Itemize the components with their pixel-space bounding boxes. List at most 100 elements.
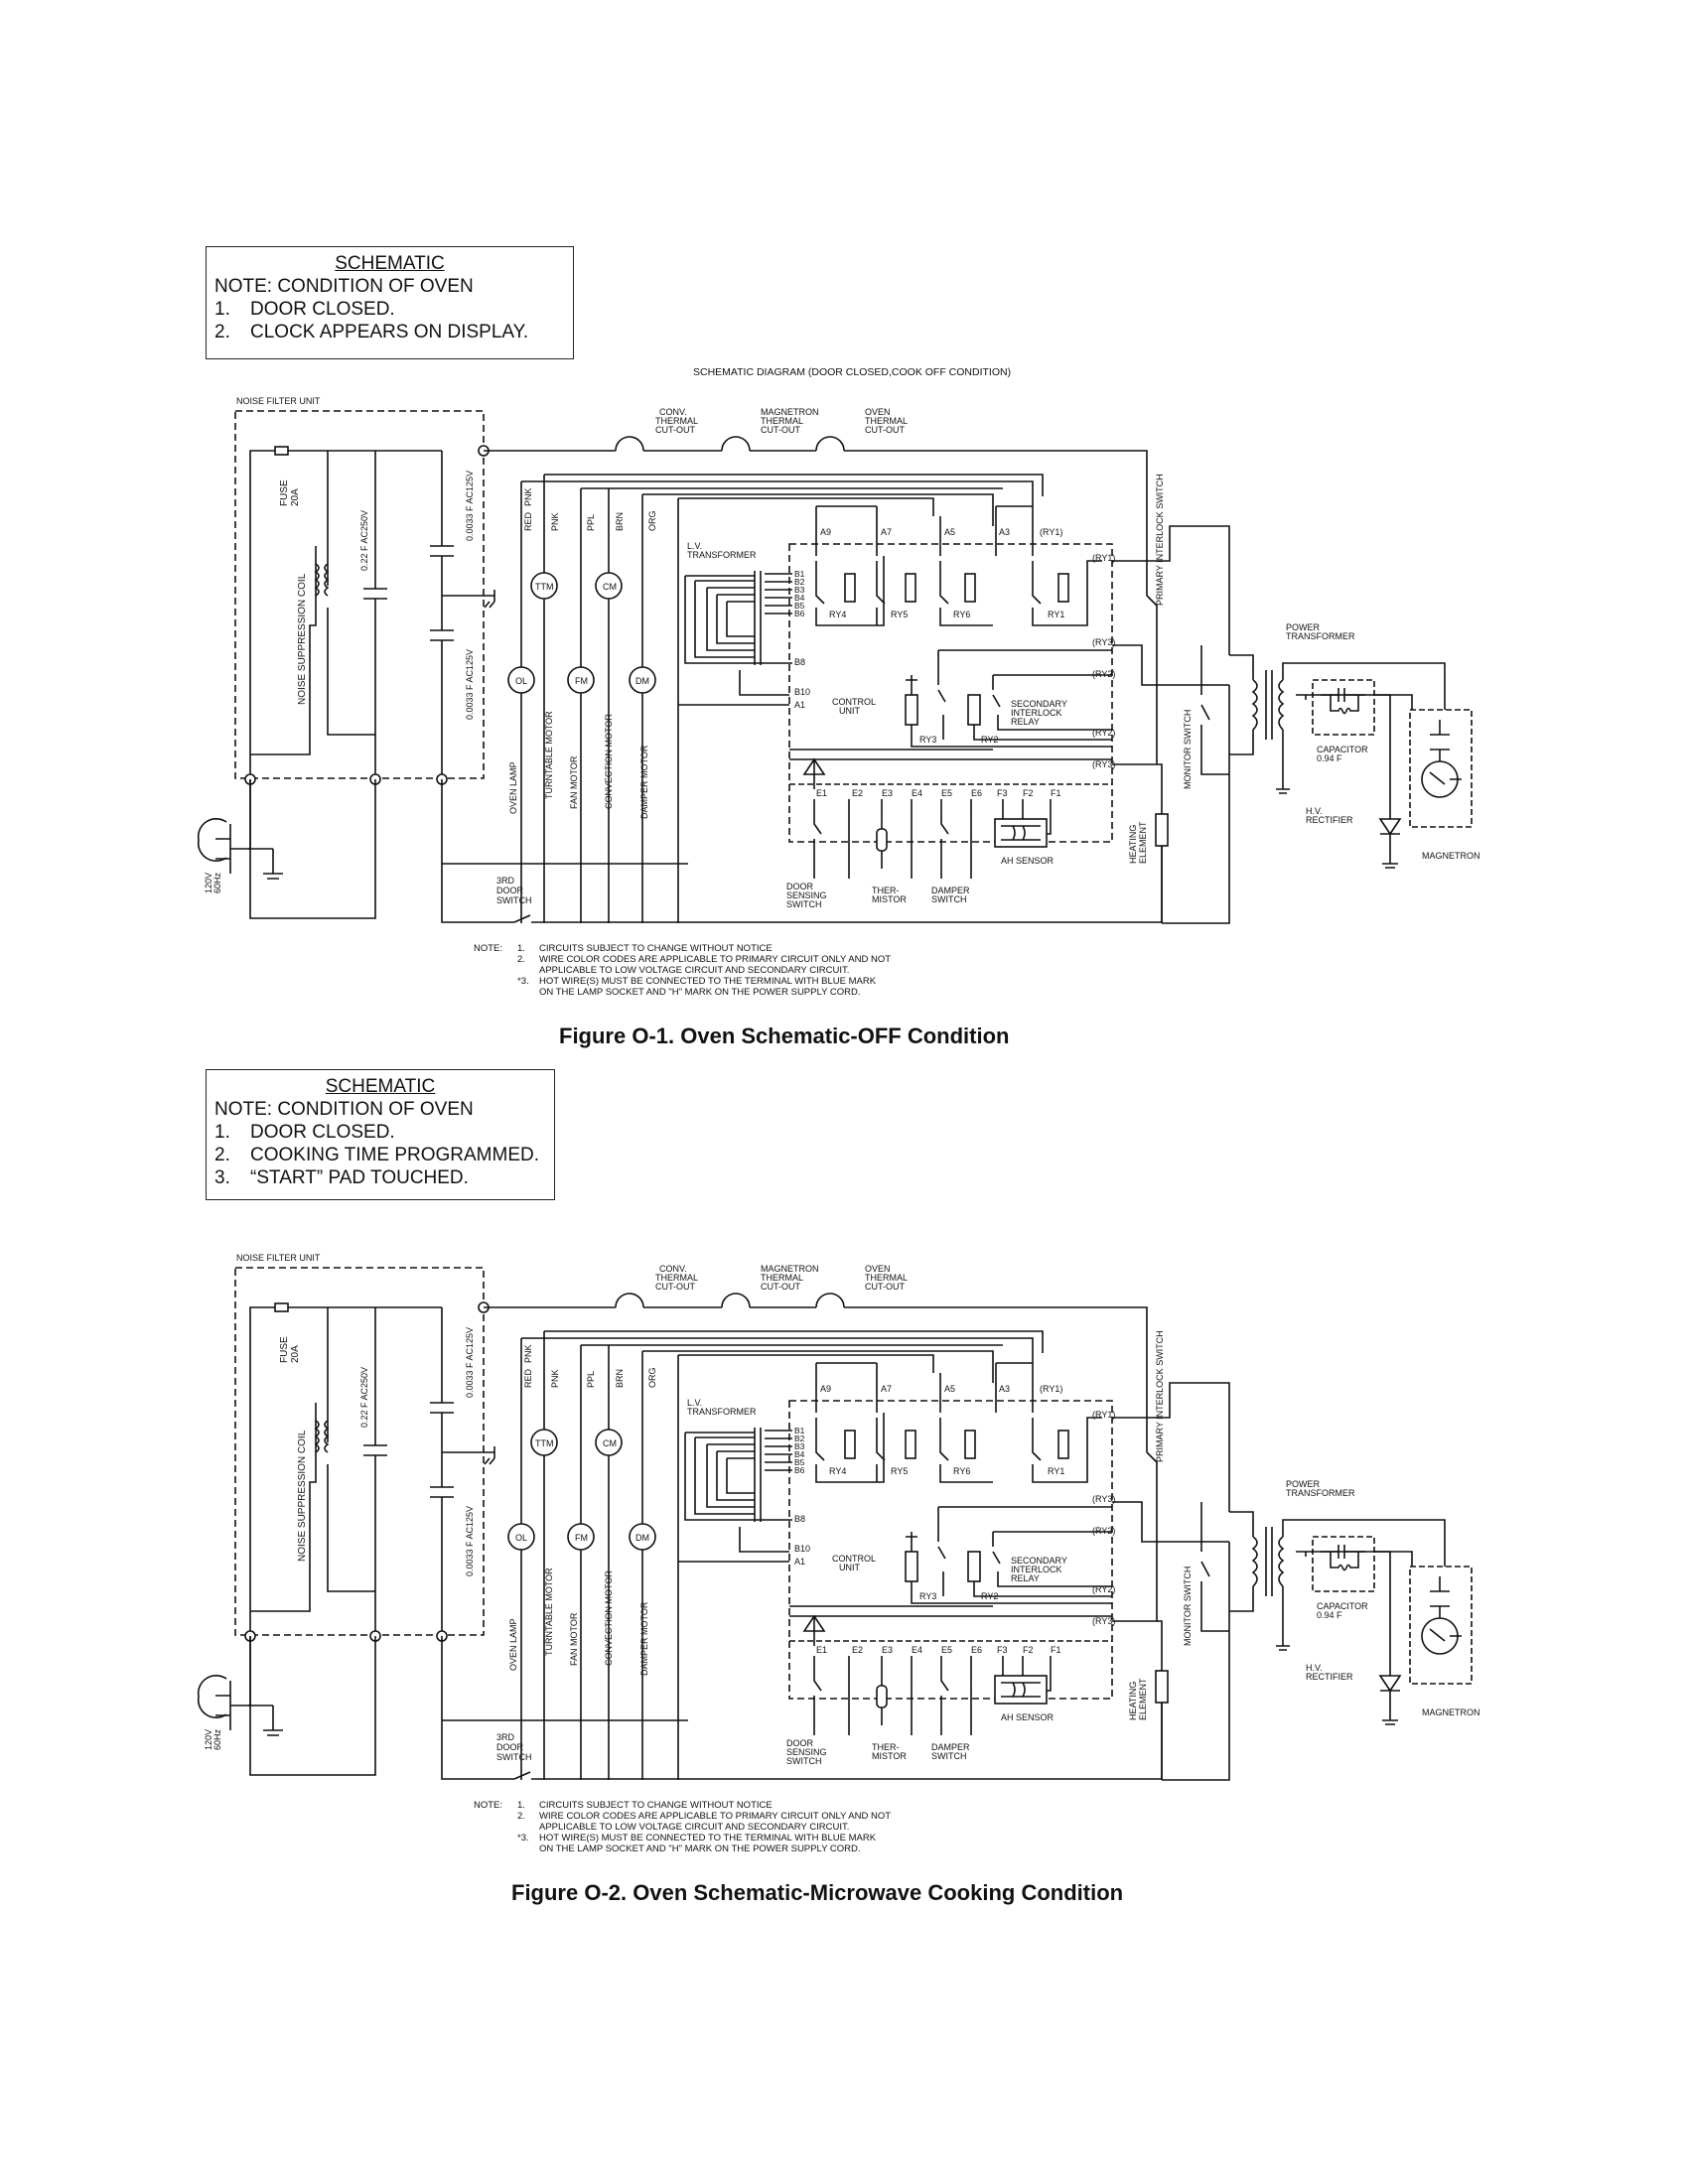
turntable-motor-icon <box>530 572 558 600</box>
terminal-label: (RY2) <box>1092 669 1115 679</box>
relay-label: RY4 <box>829 610 846 619</box>
damper-switch-label: SWITCH <box>931 1751 967 1761</box>
power-transformer-label: POWER <box>1286 622 1321 632</box>
door-sensing-label: SWITCH <box>786 1756 822 1766</box>
note-heading: NOTE: CONDITION OF OVEN <box>214 276 474 297</box>
monitor-switch-label: MONITOR SWITCH <box>1183 710 1193 789</box>
terminal-label: (RY1) <box>1092 1410 1115 1420</box>
cutout-label: THERMAL <box>761 416 803 426</box>
wire <box>520 1331 679 1780</box>
cutout-label: CUT-OUT <box>761 1282 800 1292</box>
third-door-label: DOOR <box>496 886 524 895</box>
magnetron-box <box>1409 709 1473 828</box>
cutout-label: CUT-OUT <box>761 425 800 435</box>
terminal-label: (RY3) <box>1092 637 1115 647</box>
figure-caption: Figure O-2. Oven Schematic-Microwave Coo… <box>511 1880 1124 1905</box>
relay-contact-icon <box>815 1413 993 1483</box>
cutout-label: MAGNETRON <box>761 1264 819 1274</box>
terminal-label: B1 <box>794 569 805 579</box>
terminal-label: E1 <box>816 788 827 798</box>
relay-label: RY3 <box>919 735 936 745</box>
wire <box>1276 662 1446 794</box>
note-box-title: SCHEMATIC <box>335 253 445 274</box>
wire <box>327 451 376 779</box>
relay-coil-icon <box>964 1430 976 1459</box>
capacitor-label: 0.94 F <box>1317 1610 1342 1620</box>
diode-icon <box>789 757 1112 789</box>
wire <box>250 1403 317 1612</box>
terminal-label: E1 <box>816 1645 827 1655</box>
motor-label: TURNTABLE MOTOR <box>544 711 554 799</box>
thermal-cutout-icon <box>615 436 845 452</box>
terminal-label: A3 <box>999 527 1010 537</box>
control-unit-box <box>788 1400 1113 1700</box>
terminal-label: B6 <box>794 609 805 618</box>
motor-label: CONVECTION MOTOR <box>604 714 614 809</box>
power-transformer-label: TRANSFORMER <box>1286 1488 1355 1498</box>
convection-motor-icon <box>595 1429 623 1456</box>
wire <box>1112 1620 1163 1671</box>
motor-code: CM <box>603 1438 617 1448</box>
third-door-label: SWITCH <box>496 1752 532 1762</box>
control-unit-label: CONTROL <box>832 1554 876 1564</box>
capacitor-label: CAPACITOR <box>1317 745 1368 754</box>
motor-label: OVEN LAMP <box>508 1618 518 1671</box>
cap-main-label: 0.22 F AC250V <box>359 510 369 571</box>
wire <box>249 450 442 779</box>
secondary-relay-label: RELAY <box>1011 1573 1040 1583</box>
wire-color: RED <box>523 1368 533 1388</box>
fan-motor-icon <box>567 666 595 694</box>
filament-icon <box>1430 720 1450 764</box>
plug-voltage: 120V <box>204 1729 213 1750</box>
magnetron-icon <box>1429 1628 1462 1642</box>
door-sensing-label: SENSING <box>786 1747 827 1757</box>
cap-bottom-label: 0.0033 F AC125V <box>465 1506 475 1576</box>
plug-icon <box>197 1675 227 1718</box>
cutout-label: CONV. <box>659 407 687 417</box>
note-item: 2.COOKING TIME PROGRAMMED. <box>214 1145 540 1165</box>
hv-rectifier-label: RECTIFIER <box>1306 815 1353 825</box>
wire-color: ORG <box>647 510 657 531</box>
relay-coil-icon <box>1057 573 1069 603</box>
third-door-label: 3RD <box>496 1732 515 1742</box>
wire <box>250 546 317 755</box>
relay-label: RY2 <box>981 735 998 745</box>
terminal-label: B10 <box>794 687 810 697</box>
wire <box>1112 1501 1229 1632</box>
door-sensing-label: SWITCH <box>786 899 822 909</box>
lv-transformer-label: TRANSFORMER <box>687 550 757 560</box>
wire <box>1161 685 1230 924</box>
primary-interlock-label: PRIMARY INTERLOCK SWITCH <box>1155 1330 1165 1462</box>
hv-rectifier-label: H.V. <box>1306 1663 1323 1673</box>
terminal-label: A7 <box>881 527 892 537</box>
relay-coil-icon <box>964 573 976 603</box>
thermal-cutout-icon <box>615 1293 845 1308</box>
cutout-label: THERMAL <box>865 416 908 426</box>
relay-coil-icon <box>905 1430 916 1459</box>
cutout-label: MAGNETRON <box>761 407 819 417</box>
relay-label: RY1 <box>1048 610 1064 619</box>
thermistor-icon <box>876 828 888 852</box>
control-unit-label: CONTROL <box>832 697 876 707</box>
plug-voltage: 120V <box>204 873 213 893</box>
power-transformer-label: TRANSFORMER <box>1286 631 1355 641</box>
relay-coil-icon <box>844 1430 856 1459</box>
wire <box>815 1363 1034 1413</box>
lv-transformer-label: L.V. <box>687 1398 702 1408</box>
relay-label: RY2 <box>981 1591 998 1601</box>
heating-element-label: ELEMENT <box>1138 821 1148 864</box>
damper-motor-icon <box>629 666 656 694</box>
ah-sensor-icon <box>1001 1682 1041 1698</box>
damper-switch-label: DAMPER <box>931 1742 970 1752</box>
power-transformer-label: POWER <box>1286 1479 1321 1489</box>
terminal-label: E2 <box>852 788 863 798</box>
wire <box>215 1636 251 1730</box>
transformer-core-icon <box>1265 670 1273 740</box>
third-door-label: DOOR <box>496 1742 524 1752</box>
wire <box>484 450 1148 596</box>
motor-label: FAN MOTOR <box>569 1612 579 1666</box>
motor-code: OL <box>515 1533 527 1543</box>
motor-label: OVEN LAMP <box>508 761 518 814</box>
terminal-label: E3 <box>882 1645 893 1655</box>
motor-code: FM <box>575 676 588 686</box>
